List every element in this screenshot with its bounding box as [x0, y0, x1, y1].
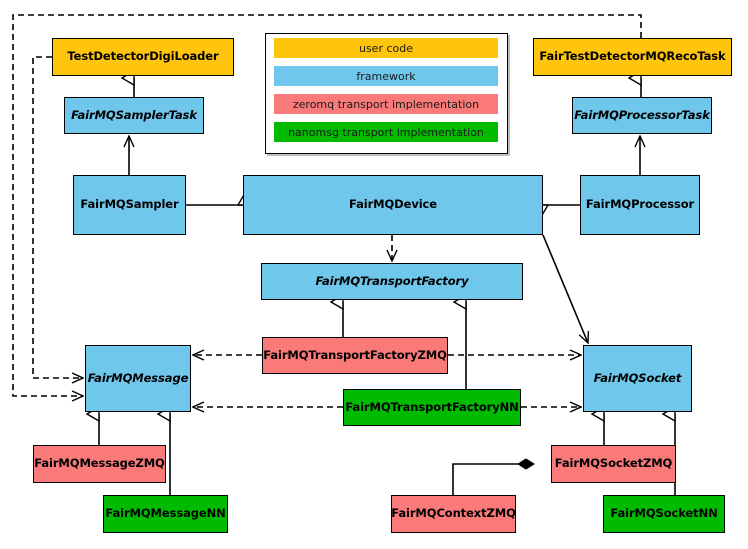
- class-node-fairmqprocessortask[interactable]: FairMQProcessorTask: [572, 97, 712, 134]
- class-node-fairmqcontextzmq[interactable]: FairMQContextZMQ: [391, 495, 516, 533]
- class-node-fairmqsamplertask[interactable]: FairMQSamplerTask: [64, 97, 204, 134]
- class-node-fairmqprocessor[interactable]: FairMQProcessor: [580, 175, 700, 235]
- legend-item-label: nanomsg transport implementation: [288, 125, 484, 139]
- legend-item-user-code: user code: [274, 38, 498, 58]
- class-node-label: FairMQTransportFactory: [315, 273, 469, 288]
- class-node-fairmqtransportfactoryzmq[interactable]: FairMQTransportFactoryZMQ: [262, 337, 448, 374]
- class-node-label: FairMQDevice: [349, 197, 437, 212]
- class-node-label: FairMQSocketNN: [610, 506, 718, 521]
- class-node-fairmqmessagenn[interactable]: FairMQMessageNN: [103, 495, 228, 533]
- class-node-fairmqtransportfactorynn[interactable]: FairMQTransportFactoryNN: [343, 389, 521, 426]
- edge-device-to-socket: [542, 234, 588, 343]
- class-node-fairmqsampler[interactable]: FairMQSampler: [73, 175, 186, 235]
- class-node-label: FairTestDetectorMQRecoTask: [539, 49, 726, 64]
- class-node-label: FairMQSampler: [80, 197, 179, 212]
- class-node-fairmqsocketnn[interactable]: FairMQSocketNN: [603, 495, 725, 533]
- class-node-label: FairMQMessageZMQ: [34, 456, 165, 471]
- class-node-fairmqtransportfactory[interactable]: FairMQTransportFactory: [261, 263, 523, 300]
- class-node-label: FairMQProcessorTask: [574, 107, 710, 122]
- class-node-label: FairMQSocketZMQ: [554, 456, 673, 471]
- edge-contextzmq-to-socketzmq: [452, 458, 535, 495]
- legend-item-label: framework: [356, 69, 416, 83]
- legend-item-framework: framework: [274, 66, 498, 86]
- legend-item-zeromq: zeromq transport implementation: [274, 94, 498, 114]
- class-node-fairmqsocket[interactable]: FairMQSocket: [583, 345, 692, 412]
- class-node-fairmqmessagezmq[interactable]: FairMQMessageZMQ: [33, 445, 166, 483]
- class-node-label: FairMQSamplerTask: [71, 107, 197, 122]
- class-node-fairmqdevice[interactable]: FairMQDevice: [243, 175, 543, 235]
- class-node-label: TestDetectorDigiLoader: [67, 49, 219, 64]
- class-node-label: FairMQTransportFactoryZMQ: [263, 347, 447, 362]
- class-node-fairtestdetectormqrecotask[interactable]: FairTestDetectorMQRecoTask: [533, 38, 732, 76]
- class-node-label: FairMQMessage: [87, 370, 189, 385]
- legend-item-label: user code: [358, 41, 414, 55]
- class-node-fairmqmessage[interactable]: FairMQMessage: [85, 345, 191, 412]
- edge-recotask-to-message: [12, 14, 642, 396]
- class-node-label: FairMQTransportFactoryNN: [345, 399, 519, 414]
- class-node-label: FairMQSocket: [593, 370, 682, 385]
- class-node-label: FairMQContextZMQ: [391, 506, 516, 521]
- legend-item-nanomsg: nanomsg transport implementation: [274, 122, 498, 142]
- legend-item-label: zeromq transport implementation: [292, 97, 480, 111]
- edge-digiloader-to-message: [32, 56, 83, 378]
- class-node-label: FairMQProcessor: [585, 197, 695, 212]
- class-node-testdetectordigiloader[interactable]: TestDetectorDigiLoader: [52, 38, 234, 76]
- class-node-fairmqsocketzmq[interactable]: FairMQSocketZMQ: [551, 445, 676, 483]
- class-node-label: FairMQMessageNN: [105, 506, 226, 521]
